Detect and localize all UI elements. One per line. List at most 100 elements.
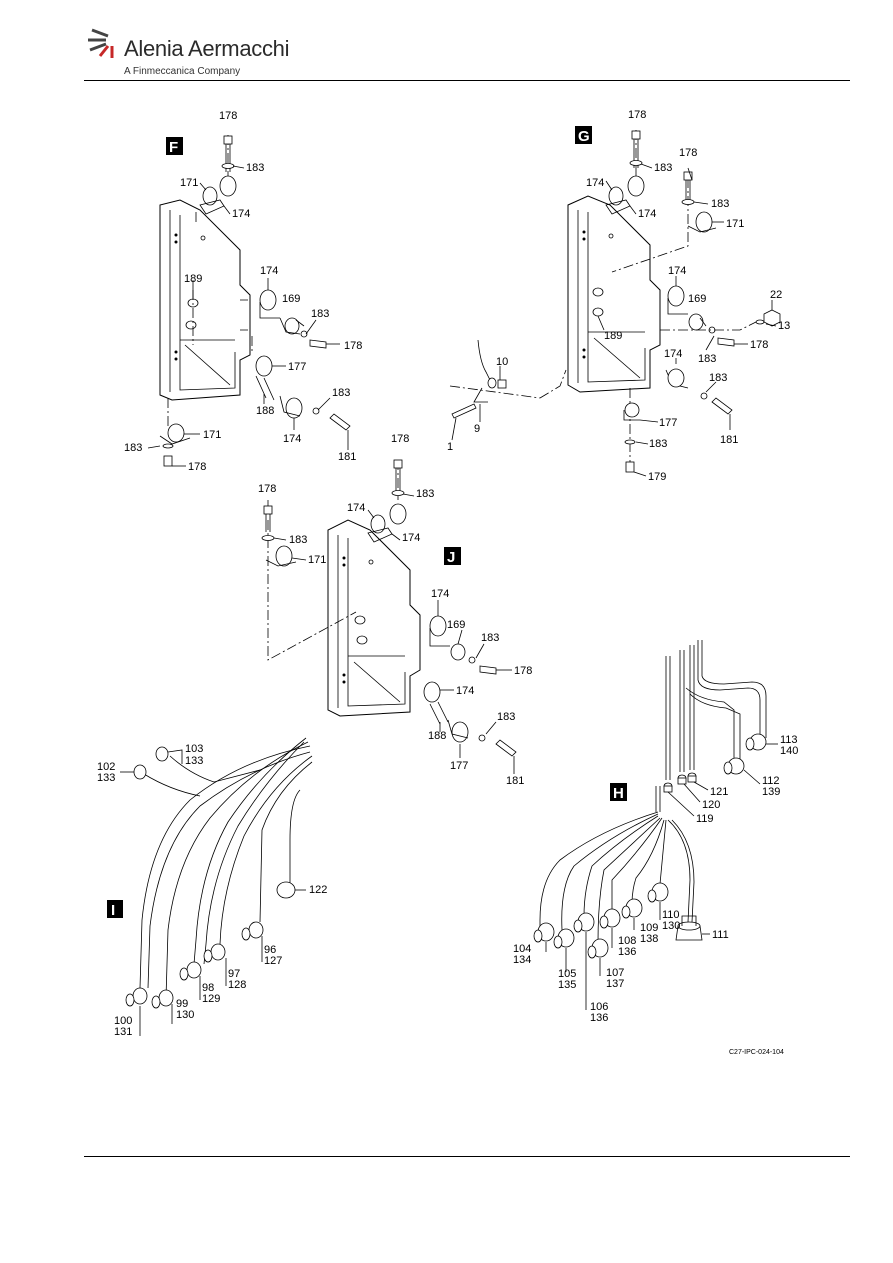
logo-mark-icon bbox=[88, 28, 114, 58]
callout-h-11: 109 bbox=[640, 922, 658, 934]
view-i-label: I bbox=[111, 902, 115, 919]
callout-j-4: 174 bbox=[347, 502, 365, 514]
callout-j-13: 183 bbox=[497, 711, 515, 723]
figure-code: C27-IPC-024-104 bbox=[729, 1049, 784, 1056]
callout-g-23: 179 bbox=[648, 471, 666, 483]
callout-j-12: 174 bbox=[456, 685, 474, 697]
callout-i-8: 97 bbox=[228, 968, 240, 980]
callout-f-6: 174 bbox=[260, 265, 278, 277]
view-g: G bbox=[447, 109, 790, 483]
callout-g-9: 22 bbox=[770, 289, 782, 301]
view-j-label-box bbox=[444, 547, 461, 565]
callout-j-10: 183 bbox=[481, 632, 499, 644]
view-j-label: J bbox=[447, 549, 455, 566]
callout-j-11: 178 bbox=[514, 665, 532, 677]
callout-h-21: 106 bbox=[590, 1001, 608, 1013]
callout-i-10: 98 bbox=[202, 982, 214, 994]
callout-h-10: 111 bbox=[712, 929, 729, 941]
callout-i-13: 130 bbox=[176, 1009, 194, 1021]
callout-j-8: 174 bbox=[431, 588, 449, 600]
callout-i-12: 99 bbox=[176, 998, 188, 1010]
callout-f-16: 171 bbox=[203, 429, 221, 441]
callout-i-6: 96 bbox=[264, 944, 276, 956]
callout-h-19: 105 bbox=[558, 968, 576, 980]
callout-g-10: 169 bbox=[688, 293, 706, 305]
callout-j-1: 178 bbox=[391, 433, 409, 445]
view-f: F bbox=[124, 110, 362, 473]
callout-h-2: 140 bbox=[780, 745, 798, 757]
callout-h-6: 120 bbox=[702, 799, 720, 811]
callout-f-12: 188 bbox=[256, 405, 274, 417]
callout-i-7: 127 bbox=[264, 955, 282, 967]
callout-i-15: 131 bbox=[114, 1026, 132, 1038]
view-f-label-box bbox=[166, 137, 183, 155]
callout-h-22: 136 bbox=[590, 1012, 608, 1024]
company-subtitle: A Finmeccanica Company bbox=[124, 66, 241, 77]
callout-i-5: 122 bbox=[309, 884, 327, 896]
callout-g-12: 189 bbox=[604, 330, 622, 342]
callout-f-2: 183 bbox=[246, 162, 264, 174]
callout-h-9: 130 bbox=[662, 920, 680, 932]
callout-f-3: 171 bbox=[180, 177, 198, 189]
callout-f-17: 178 bbox=[188, 461, 206, 473]
callout-j-3: 183 bbox=[416, 488, 434, 500]
callout-h-20: 135 bbox=[558, 979, 576, 991]
callout-g-20: 181 bbox=[720, 434, 738, 446]
header-rule bbox=[84, 80, 850, 81]
callout-j-7: 171 bbox=[308, 554, 326, 566]
callout-j-14: 188 bbox=[428, 730, 446, 742]
callout-h-1: 113 bbox=[780, 734, 798, 746]
callout-g-19: 177 bbox=[659, 417, 677, 429]
callout-f-5: 189 bbox=[184, 273, 202, 285]
callout-f-8: 183 bbox=[311, 308, 329, 320]
view-h-label: H bbox=[613, 785, 624, 802]
callout-g-7: 171 bbox=[726, 218, 744, 230]
callout-h-17: 104 bbox=[513, 943, 531, 955]
view-h: H bbox=[513, 640, 798, 1024]
callout-g-2: 183 bbox=[654, 162, 672, 174]
callout-g-5: 183 bbox=[711, 198, 729, 210]
callout-g-3: 174 bbox=[586, 177, 604, 189]
callout-f-13: 174 bbox=[283, 433, 301, 445]
callout-g-21: 1 bbox=[447, 441, 453, 453]
callout-j-6: 174 bbox=[402, 532, 420, 544]
callout-i-2: 133 bbox=[185, 755, 203, 767]
view-g-label-box bbox=[575, 126, 592, 144]
callout-f-7: 169 bbox=[282, 293, 300, 305]
callout-f-15: 183 bbox=[124, 442, 142, 454]
callout-g-17: 183 bbox=[709, 372, 727, 384]
callout-h-18: 134 bbox=[513, 954, 531, 966]
callout-g-4: 178 bbox=[679, 147, 697, 159]
callout-i-4: 133 bbox=[97, 772, 115, 784]
page-header: Alenia Aermacchi A Finmeccanica Company bbox=[0, 0, 893, 85]
company-name: Alenia Aermacchi bbox=[124, 36, 290, 61]
callout-i-1: 103 bbox=[185, 743, 203, 755]
callout-j-15: 177 bbox=[450, 760, 468, 772]
callout-h-8: 110 bbox=[662, 909, 680, 921]
callout-h-14: 136 bbox=[618, 946, 636, 958]
callout-h-3: 112 bbox=[762, 775, 780, 787]
callout-f-9: 178 bbox=[344, 340, 362, 352]
callout-f-1: 178 bbox=[219, 110, 237, 122]
footer-rule bbox=[84, 1156, 850, 1157]
view-j: J bbox=[258, 433, 532, 787]
view-g-label: G bbox=[578, 128, 590, 145]
callout-h-16: 137 bbox=[606, 978, 624, 990]
view-f-label: F bbox=[169, 139, 178, 156]
callout-h-5: 121 bbox=[710, 786, 728, 798]
callout-g-16: 10 bbox=[496, 356, 508, 368]
callout-g-14: 178 bbox=[750, 339, 768, 351]
callout-h-15: 107 bbox=[606, 967, 624, 979]
callout-g-11: 13 bbox=[778, 320, 790, 332]
callout-h-4: 139 bbox=[762, 786, 780, 798]
callout-g-13: 183 bbox=[698, 353, 716, 365]
callout-j-2: 178 bbox=[258, 483, 276, 495]
callout-i-14: 100 bbox=[114, 1015, 132, 1027]
callout-f-10: 177 bbox=[288, 361, 306, 373]
callout-j-5: 183 bbox=[289, 534, 307, 546]
view-i: I 103 133 102 133 122 96 127 97 bbox=[97, 737, 327, 1038]
callout-g-8: 174 bbox=[668, 265, 686, 277]
callout-f-14: 181 bbox=[338, 451, 356, 463]
callout-g-15: 174 bbox=[664, 348, 682, 360]
